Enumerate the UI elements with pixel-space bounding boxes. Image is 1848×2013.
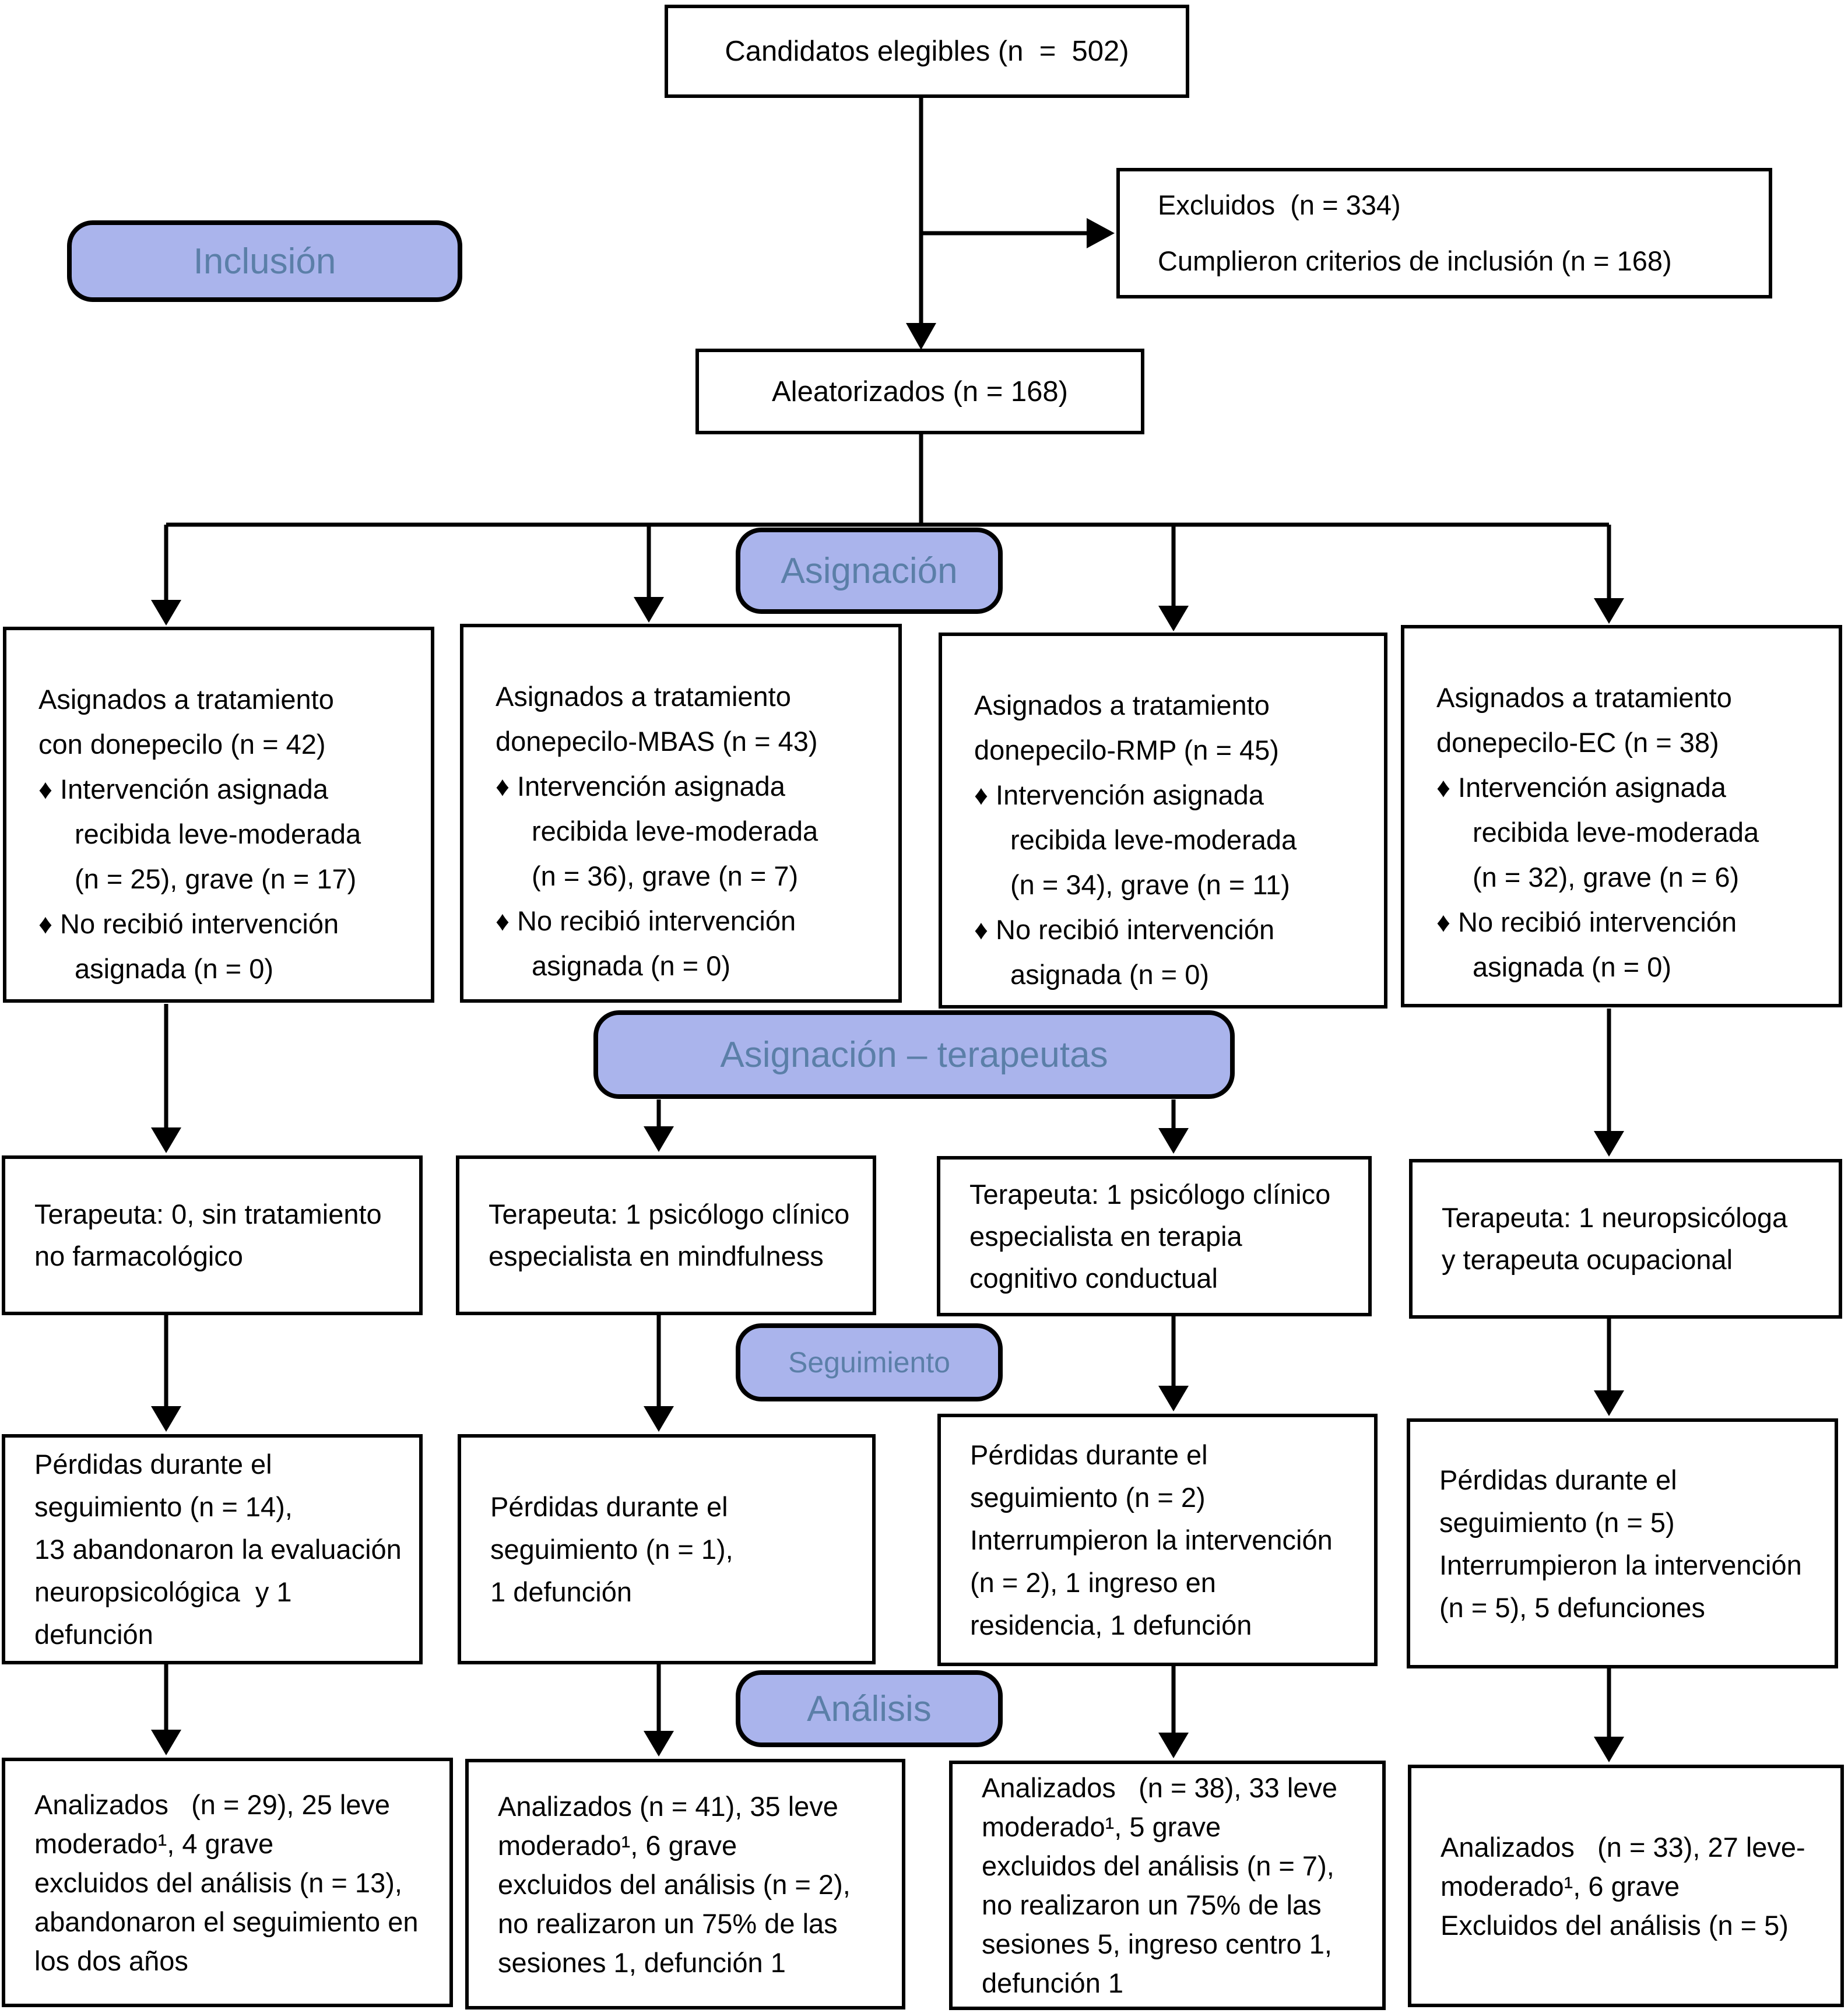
arrowhead-down-icon	[644, 1126, 674, 1152]
assigned-title-line2: donepecilo-EC (n = 38)	[1436, 727, 1719, 758]
assigned-title-line2: con donepecilo (n = 42)	[38, 729, 326, 760]
bullet-line: ♦ No recibió intervención	[496, 905, 796, 936]
stage-label-analysis: Análisis	[736, 1670, 1003, 1747]
assigned-title-line2: donepecilo-RMP (n = 45)	[974, 735, 1279, 765]
bullet-line: ♦ Intervención asignada	[974, 779, 1264, 810]
bullet-continuation: asignada (n = 0)	[532, 950, 730, 981]
eligible-candidates-text: Candidatos elegibles (n = 502)	[725, 36, 1129, 67]
bullet-continuation: asignada (n = 0)	[1010, 959, 1209, 990]
therapist-box-arm4: Terapeuta: 1 neuropsicóloga y terapeuta …	[1409, 1159, 1842, 1319]
assigned-box-donepecilo-mbas: Asignados a tratamiento donepecilo-MBAS …	[460, 624, 902, 1003]
stage-label-followup: Seguimiento	[736, 1323, 1003, 1401]
arrowhead-down-icon	[1594, 598, 1624, 624]
bullet-continuation: recibida leve-moderada	[1473, 817, 1759, 848]
assigned-box-donepecilo-rmp: Asignados a tratamiento donepecilo-RMP (…	[939, 633, 1387, 1009]
stage-label-text: Seguimiento	[788, 1346, 950, 1379]
arrowhead-down-icon	[1158, 1128, 1189, 1154]
analysis-box-arm4: Analizados (n = 33), 27 leve- moderado¹,…	[1408, 1765, 1844, 2007]
followup-box-arm4: Pérdidas durante el seguimiento (n = 5) …	[1407, 1418, 1838, 1668]
analysis-box-arm1: Analizados (n = 29), 25 leve moderado¹, …	[2, 1758, 453, 2007]
followup-box-arm2: Pérdidas durante el seguimiento (n = 1),…	[458, 1434, 876, 1664]
arrowhead-down-icon	[151, 1730, 181, 1755]
therapist-text: Terapeuta: 1 psicólogo clínico especiali…	[489, 1199, 850, 1271]
stage-label-text: Inclusión	[193, 241, 336, 282]
followup-box-arm3: Pérdidas durante el seguimiento (n = 2) …	[937, 1414, 1378, 1666]
arrowhead-down-icon	[906, 323, 936, 350]
assigned-box-donepecilo-ec: Asignados a tratamiento donepecilo-EC (n…	[1401, 625, 1842, 1007]
arrowhead-down-icon	[1594, 1131, 1624, 1157]
bullet-line: ♦ No recibió intervención	[974, 914, 1275, 945]
therapist-box-arm2: Terapeuta: 1 psicólogo clínico especiali…	[456, 1155, 876, 1315]
analysis-text: Analizados (n = 29), 25 leve moderado¹, …	[34, 1789, 419, 1976]
assigned-title-line1: Asignados a tratamiento	[38, 684, 334, 715]
therapist-text: Terapeuta: 1 neuropsicóloga y terapeuta …	[1442, 1202, 1788, 1275]
followup-text: Pérdidas durante el seguimiento (n = 5) …	[1439, 1464, 1802, 1623]
bullet-continuation: (n = 34), grave (n = 11)	[1010, 869, 1290, 900]
bullet-continuation: recibida leve-moderada	[532, 816, 818, 846]
arrowhead-down-icon	[1594, 1737, 1624, 1762]
bullet-line: ♦ Intervención asignada	[496, 771, 785, 802]
bullet-continuation: asignada (n = 0)	[1473, 951, 1671, 982]
stage-label-inclusion: Inclusión	[67, 220, 462, 302]
bullet-line: ♦ Intervención asignada	[1436, 772, 1726, 803]
stage-label-text: Asignación	[781, 550, 958, 591]
arrowhead-down-icon	[151, 600, 181, 626]
followup-text: Pérdidas durante el seguimiento (n = 1),…	[490, 1491, 733, 1607]
bullet-line: ♦ Intervención asignada	[38, 774, 328, 805]
analysis-box-arm2: Analizados (n = 41), 35 leve moderado¹, …	[465, 1759, 905, 2010]
followup-text: Pérdidas durante el seguimiento (n = 2) …	[970, 1439, 1333, 1640]
arrowhead-down-icon	[1594, 1390, 1624, 1416]
assigned-title-line1: Asignados a tratamiento	[974, 690, 1270, 721]
assigned-box-donepecilo: Asignados a tratamiento con donepecilo (…	[3, 627, 434, 1003]
arrowhead-down-icon	[1158, 606, 1189, 631]
stage-label-text: Asignación – terapeutas	[720, 1034, 1108, 1075]
arrowhead-down-icon	[634, 597, 664, 623]
bullet-continuation: recibida leve-moderada	[75, 818, 361, 849]
therapist-text: Terapeuta: 0, sin tratamiento no farmaco…	[34, 1199, 382, 1271]
arrowhead-down-icon	[1158, 1386, 1189, 1411]
bullet-continuation: (n = 25), grave (n = 17)	[75, 863, 357, 894]
eligible-candidates-box: Candidatos elegibles (n = 502)	[665, 5, 1189, 98]
bullet-continuation: (n = 32), grave (n = 6)	[1473, 862, 1740, 893]
bullet-continuation: asignada (n = 0)	[75, 953, 273, 984]
analysis-box-arm3: Analizados (n = 38), 33 leve moderado¹, …	[949, 1761, 1386, 2010]
assigned-title-line1: Asignados a tratamiento	[1436, 682, 1732, 713]
arrowhead-right-icon	[1087, 218, 1115, 248]
arrowhead-down-icon	[1158, 1733, 1189, 1758]
excluded-box: Excluidos (n = 334) Cumplieron criterios…	[1116, 168, 1772, 298]
excluded-text: Excluidos (n = 334) Cumplieron criterios…	[1158, 189, 1672, 276]
arrowhead-down-icon	[644, 1731, 674, 1756]
analysis-text: Analizados (n = 33), 27 leve- moderado¹,…	[1441, 1831, 1805, 1941]
arrowhead-down-icon	[644, 1406, 674, 1432]
stage-label-allocation: Asignación	[736, 528, 1003, 614]
therapist-box-arm1: Terapeuta: 0, sin tratamiento no farmaco…	[2, 1155, 423, 1315]
arrowhead-down-icon	[151, 1406, 181, 1432]
followup-box-arm1: Pérdidas durante el seguimiento (n = 14)…	[2, 1434, 423, 1664]
analysis-text: Analizados (n = 41), 35 leve moderado¹, …	[498, 1790, 851, 1978]
bullet-line: ♦ No recibió intervención	[1436, 907, 1737, 937]
randomized-box: Aleatorizados (n = 168)	[695, 349, 1144, 434]
bullet-line: ♦ No recibió intervención	[38, 908, 339, 939]
followup-text: Pérdidas durante el seguimiento (n = 14)…	[34, 1449, 402, 1650]
analysis-text: Analizados (n = 38), 33 leve moderado¹, …	[982, 1772, 1338, 1998]
assigned-title-line1: Asignados a tratamiento	[496, 681, 791, 712]
bullet-continuation: (n = 36), grave (n = 7)	[532, 860, 799, 891]
bullet-continuation: recibida leve-moderada	[1010, 824, 1297, 855]
arrowhead-down-icon	[151, 1127, 181, 1153]
therapist-box-arm3: Terapeuta: 1 psicólogo clínico especiali…	[937, 1156, 1372, 1316]
stage-label-allocation-therapists: Asignación – terapeutas	[593, 1010, 1235, 1099]
therapist-text: Terapeuta: 1 psicólogo clínico especiali…	[969, 1178, 1331, 1294]
stage-label-text: Análisis	[807, 1688, 932, 1729]
assigned-title-line2: donepecilo-MBAS (n = 43)	[496, 726, 818, 757]
randomized-text: Aleatorizados (n = 168)	[772, 375, 1068, 407]
